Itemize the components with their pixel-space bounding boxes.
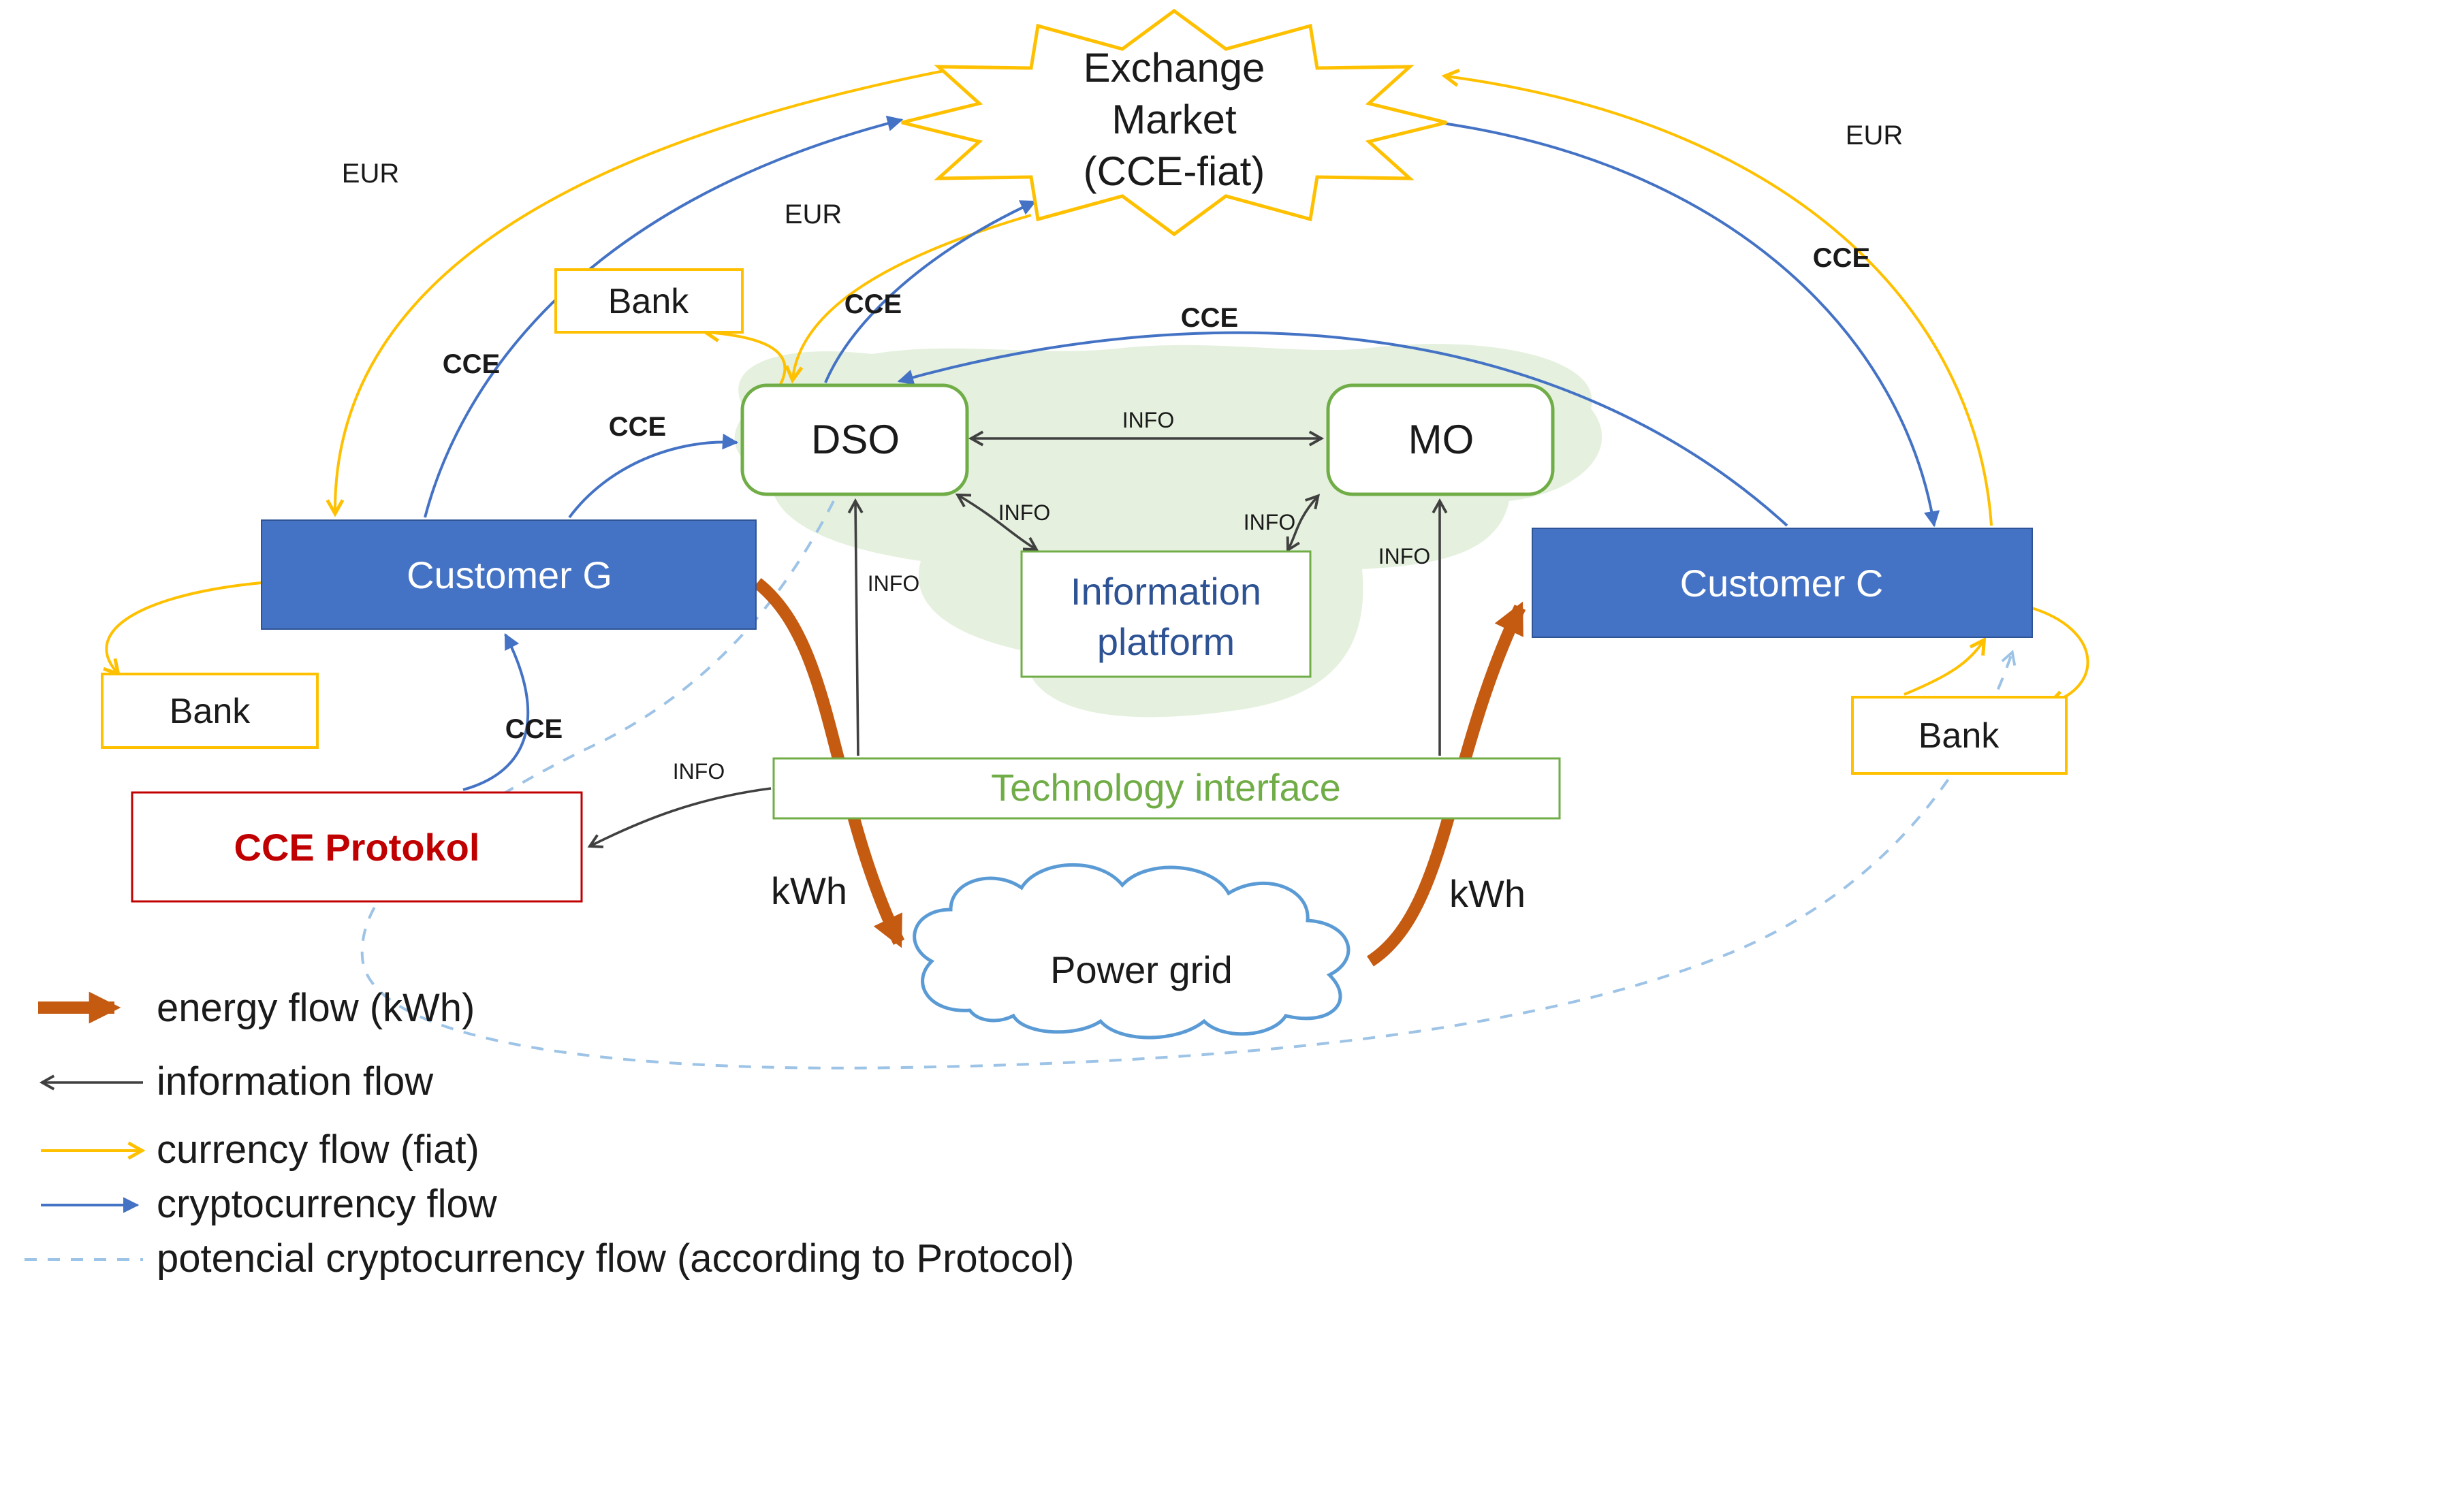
label-eur-left: EUR <box>342 159 399 189</box>
technology-interface-box <box>772 757 1561 820</box>
edge-cce-customer-g-to-dso <box>568 433 739 519</box>
customer-c-label: Customer C <box>1680 562 1884 605</box>
bank-top-label: Bank <box>608 282 690 321</box>
technology-interface-node: Technology interface <box>772 757 1561 820</box>
exchange-market-shape <box>901 8 1447 237</box>
bank-top-node: Bank <box>554 268 744 334</box>
customer-c-box <box>1532 528 2033 638</box>
edge-eur-dso-to-bank-top <box>707 332 787 387</box>
exchange-market-label-line2: Market <box>1111 97 1237 142</box>
label-cce-customer-g-dso: CCE <box>609 412 666 442</box>
information-platform-label-line1: Information <box>1071 570 1261 613</box>
label-cce-customer-c-dso: CCE <box>1181 303 1238 333</box>
legend-energy-label: energy flow (kWh) <box>157 986 475 1030</box>
mo-label: MO <box>1408 417 1474 462</box>
edge-info-ti-dso <box>847 498 864 756</box>
bank-left-node: Bank <box>101 673 319 749</box>
label-info-mo-platform: INFO <box>1244 510 1295 534</box>
edge-info-mo-platform <box>1286 494 1321 553</box>
bank-right-box <box>1851 696 2068 775</box>
bank-right-label: Bank <box>1918 716 2000 756</box>
exchange-market-label-line3: (CCE-fiat) <box>1084 148 1265 194</box>
label-info-dso-platform: INFO <box>998 500 1050 525</box>
dso-box <box>740 383 969 496</box>
legend-item-crypto: cryptocurrency flow <box>41 1182 498 1226</box>
label-kwh-right: kWh <box>1449 872 1526 915</box>
customer-g-box <box>261 519 757 630</box>
energy-flows <box>753 577 1526 967</box>
edge-eur-bank-right-to-customer-c <box>1904 641 1983 696</box>
dso-label: DSO <box>811 417 900 462</box>
info-flows <box>587 430 1448 848</box>
cce-protokol-box <box>131 791 583 903</box>
legend-item-potential: potencial cryptocurrency flow (according… <box>25 1236 1074 1281</box>
edge-cce-dso-to-market <box>824 200 1037 383</box>
edge-cce-customer-c-to-dso <box>897 331 1788 527</box>
dso-node: DSO <box>740 383 969 496</box>
label-eur-right: EUR <box>1846 121 1903 150</box>
edge-labels: EUR CCE EUR CCE CCE CCE CCE EUR CCE INFO… <box>342 121 1903 915</box>
edge-energy-customer-g-to-grid <box>753 577 905 948</box>
label-cce-market-customer-c: CCE <box>1813 243 1870 273</box>
cce-protokol-node: CCE Protokol <box>131 791 583 903</box>
edge-cce-market-to-customer-c <box>1438 121 1940 528</box>
edge-eur-customer-c-to-market <box>1447 76 1993 526</box>
label-info-ti-dso: INFO <box>868 571 919 596</box>
legend-item-energy: energy flow (kWh) <box>38 986 475 1030</box>
information-platform-box <box>1020 550 1312 678</box>
exchange-market-node: Exchange Market (CCE-fiat) <box>901 8 1447 237</box>
legend: energy flow (kWh) information flow curre… <box>25 986 1074 1281</box>
edge-info-ti-protokol <box>587 787 772 848</box>
mo-box <box>1326 383 1555 496</box>
bank-left-label: Bank <box>170 692 251 731</box>
legend-item-information: information flow <box>39 1059 434 1104</box>
crypto-flows <box>424 115 1940 791</box>
legend-potential-label: potencial cryptocurrency flow (according… <box>157 1236 1074 1281</box>
label-cce-customer-g-market: CCE <box>443 349 500 379</box>
power-grid-label: Power grid <box>1050 948 1233 991</box>
exchange-market-label-line1: Exchange <box>1084 45 1265 91</box>
bank-left-box <box>101 673 319 749</box>
edge-cce-protokol-to-customer-g <box>462 632 530 791</box>
bank-right-node: Bank <box>1851 696 2068 775</box>
legend-item-currency: currency flow (fiat) <box>41 1127 479 1172</box>
label-cce-protokol-customer-g: CCE <box>505 714 563 744</box>
label-eur-center: EUR <box>785 199 842 229</box>
power-grid-node: Power grid <box>913 863 1351 1040</box>
label-info-ti-mo: INFO <box>1378 544 1430 568</box>
legend-currency-label: currency flow (fiat) <box>157 1127 479 1172</box>
edge-potential-cce-protocol <box>360 500 2017 1070</box>
label-info-ti-protokol: INFO <box>673 759 725 784</box>
edge-cce-customer-g-to-market <box>424 115 904 518</box>
information-platform-node: Information platform <box>1020 550 1312 678</box>
label-info-dso-mo: INFO <box>1122 408 1174 432</box>
technology-interface-label: Technology interface <box>991 766 1341 809</box>
customer-g-label: Customer G <box>407 554 612 596</box>
mo-node: MO <box>1326 383 1555 496</box>
label-kwh-left: kWh <box>771 869 847 912</box>
cce-protokol-label: CCE Protokol <box>234 826 480 869</box>
legend-crypto-label: cryptocurrency flow <box>157 1182 498 1226</box>
edge-info-dso-platform <box>955 493 1039 551</box>
power-grid-cloud <box>913 863 1351 1040</box>
legend-information-label: information flow <box>157 1059 434 1104</box>
information-platform-label-line2: platform <box>1097 620 1235 663</box>
label-cce-dso-market: CCE <box>844 289 902 319</box>
edge-energy-grid-to-customer-c <box>1367 601 1526 967</box>
customer-g-node: Customer G <box>261 519 757 630</box>
edge-eur-customer-c-to-bank-right <box>2029 606 2089 703</box>
customer-c-node: Customer C <box>1532 528 2033 638</box>
bank-top-box <box>554 268 744 334</box>
edge-eur-customer-g-to-bank-left <box>106 581 262 673</box>
edge-eur-market-to-customer-g <box>335 69 945 512</box>
